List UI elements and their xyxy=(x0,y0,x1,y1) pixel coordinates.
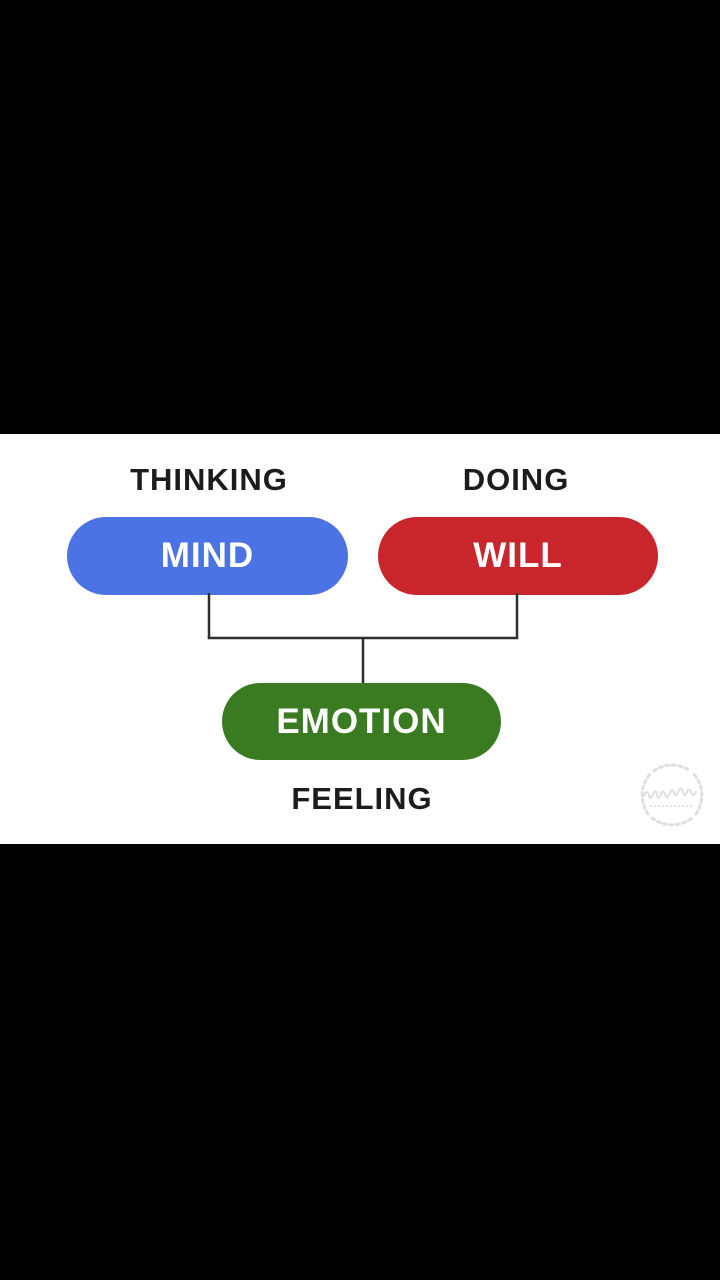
laurel-wreath-logo-icon xyxy=(640,763,704,827)
wreath-top-branch xyxy=(652,763,692,773)
node-will-label: WILL xyxy=(473,536,563,575)
category-label-thinking: THINKING xyxy=(130,462,288,497)
diagram-panel: THINKING DOING MIND WILL EMOTION FEELING xyxy=(0,434,720,844)
connector-edge-group xyxy=(207,593,519,685)
node-emotion-label: EMOTION xyxy=(276,701,447,741)
node-mind: MIND xyxy=(67,517,348,595)
letterbox-bottom xyxy=(0,844,720,1280)
logo-script-text xyxy=(643,787,697,800)
node-mind-label: MIND xyxy=(160,536,255,575)
node-emotion: EMOTION xyxy=(222,683,501,760)
wreath-left-branch xyxy=(640,772,652,816)
wreath-bottom-branch xyxy=(650,816,694,827)
letterbox-top xyxy=(0,0,720,434)
category-label-feeling: FEELING xyxy=(291,781,433,816)
node-will: WILL xyxy=(378,517,658,595)
wreath-right-branch xyxy=(692,772,704,816)
category-label-doing: DOING xyxy=(462,462,570,497)
